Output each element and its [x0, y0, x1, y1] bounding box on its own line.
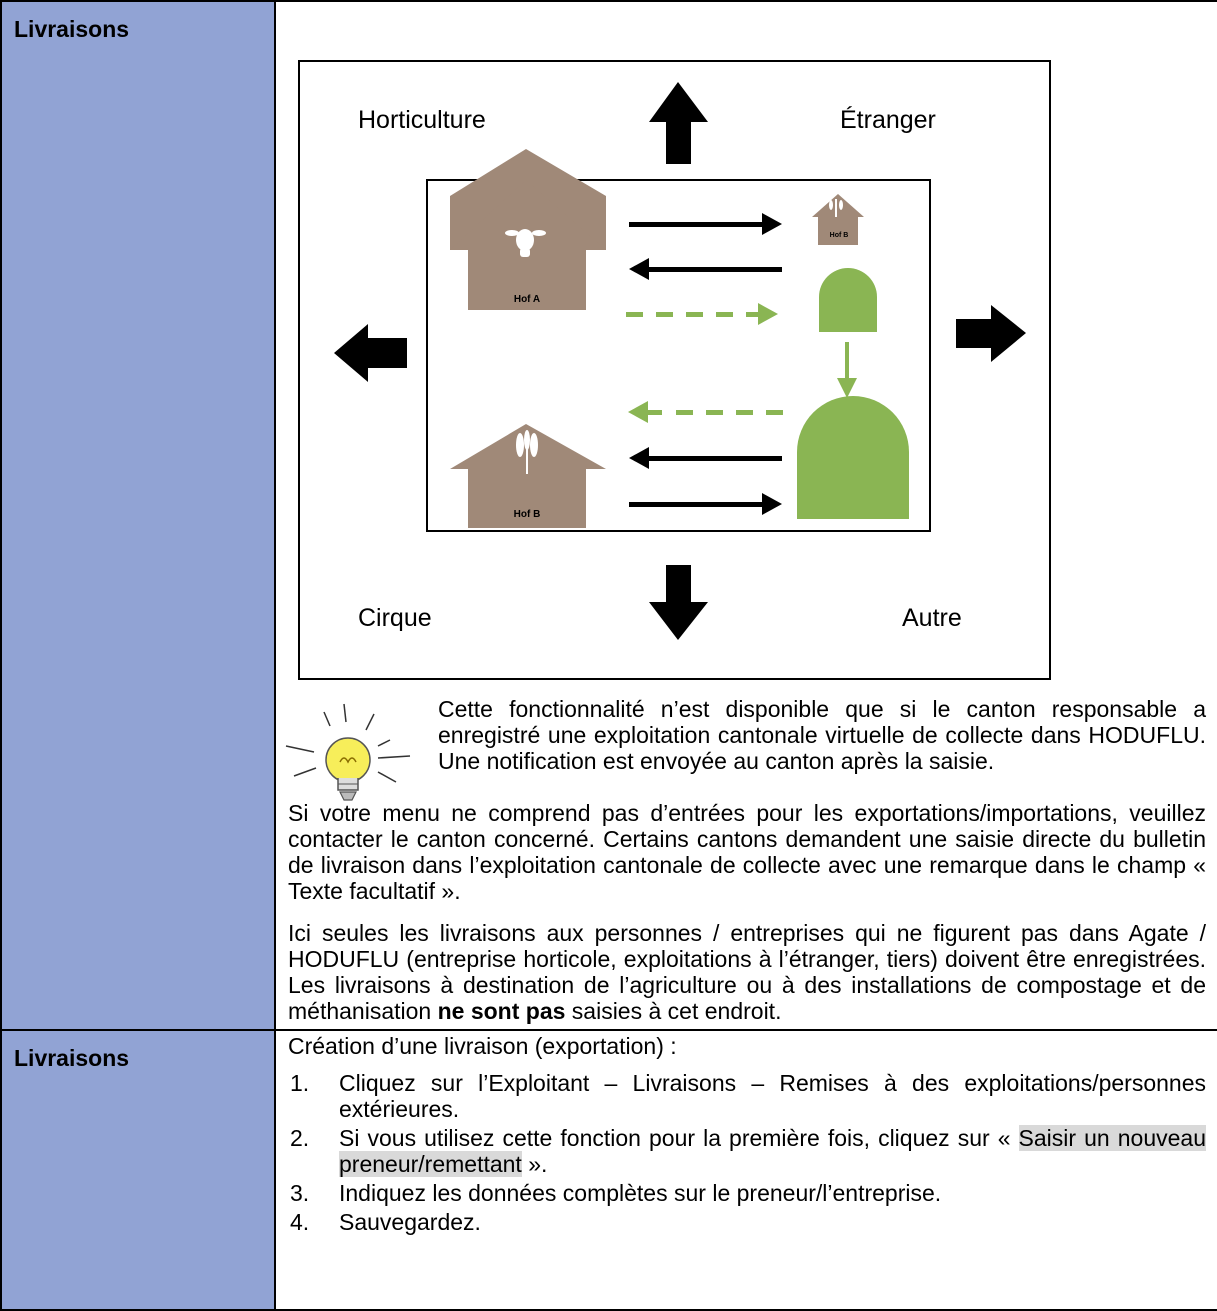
collection-silo-small-icon	[819, 268, 877, 332]
arrow-right-icon	[956, 305, 1026, 362]
delivery-diagram: Horticulture Étranger Cirque Autre	[298, 60, 1051, 680]
lightbulb-icon	[285, 703, 411, 801]
arrow-up-icon	[649, 82, 708, 164]
step-item: 1. Cliquez sur l’Exploitant – Livraisons …	[288, 1070, 1206, 1122]
tip-text-continued: Si votre menu ne comprend pas d’entrées …	[288, 800, 1206, 904]
para2-text-1: Ici seules les livraisons aux personnes …	[288, 920, 1206, 1024]
arrow-down-icon	[649, 565, 708, 640]
label-horticulture: Horticulture	[358, 106, 486, 134]
green-arrow-down-icon	[837, 342, 857, 398]
hof-b-label: Hof B	[514, 509, 541, 520]
arrow-hof-b-to-hof-a-icon	[629, 258, 782, 280]
para2-bold: ne sont pas	[437, 998, 566, 1024]
label-autre: Autre	[902, 604, 962, 632]
green-dashed-arrow-right-icon	[626, 303, 778, 325]
step-text: Cliquez sur l’Exploitant – Livraisons – …	[339, 1070, 1206, 1122]
farm-hof-a-icon	[450, 149, 606, 310]
step-text: Sauvegardez.	[339, 1209, 481, 1235]
row-label-livraisons: Livraisons	[0, 0, 276, 1031]
farm-hof-b-icon	[450, 424, 606, 528]
row-label-livraisons-2: Livraisons	[0, 1029, 276, 1311]
step-text: Si vous utilisez cette fonction pour la …	[339, 1125, 1019, 1151]
step-item: 2. Si vous utilisez cette fonction pour l…	[288, 1125, 1206, 1177]
step-number: 4.	[290, 1209, 310, 1235]
para2-text-2: saisies à cet endroit.	[565, 998, 782, 1024]
step-item: 4. Sauvegardez.	[288, 1209, 1206, 1235]
hof-b-small-label: Hof B	[830, 232, 849, 239]
step-text-end: ».	[521, 1151, 548, 1177]
delivery-scope-paragraph: Ici seules les livraisons aux personnes …	[288, 920, 1206, 1024]
steps-list: 1. Cliquez sur l’Exploitant – Livraisons …	[288, 1070, 1206, 1238]
step-item: 3. Indiquez les données complètes sur le …	[288, 1180, 1206, 1206]
collection-silo-large-icon	[797, 396, 909, 519]
step-number: 3.	[290, 1180, 310, 1206]
step-text: Indiquez les données complètes sur le pr…	[339, 1180, 942, 1206]
arrow-silo-to-hof-b-icon	[629, 447, 782, 469]
hof-a-label: Hof A	[514, 294, 540, 305]
step-number: 2.	[290, 1125, 310, 1151]
green-dashed-arrow-left-icon	[628, 401, 783, 423]
arrow-hof-b-to-silo-icon	[629, 493, 782, 515]
diagram-graphics: Hof A Hof B Hof B	[334, 82, 1026, 640]
step-number: 1.	[290, 1070, 310, 1096]
arrow-hof-a-to-hof-b-icon	[629, 213, 782, 235]
steps-title: Création d’une livraison (exportation) :	[288, 1033, 677, 1059]
tip-text: Cette fonctionnalité n’est disponible qu…	[438, 696, 1206, 774]
label-cirque: Cirque	[358, 604, 432, 632]
label-etranger: Étranger	[840, 106, 936, 134]
arrow-left-icon	[334, 324, 407, 382]
inner-box	[426, 179, 931, 532]
farm-hof-b-small-icon	[812, 194, 864, 245]
